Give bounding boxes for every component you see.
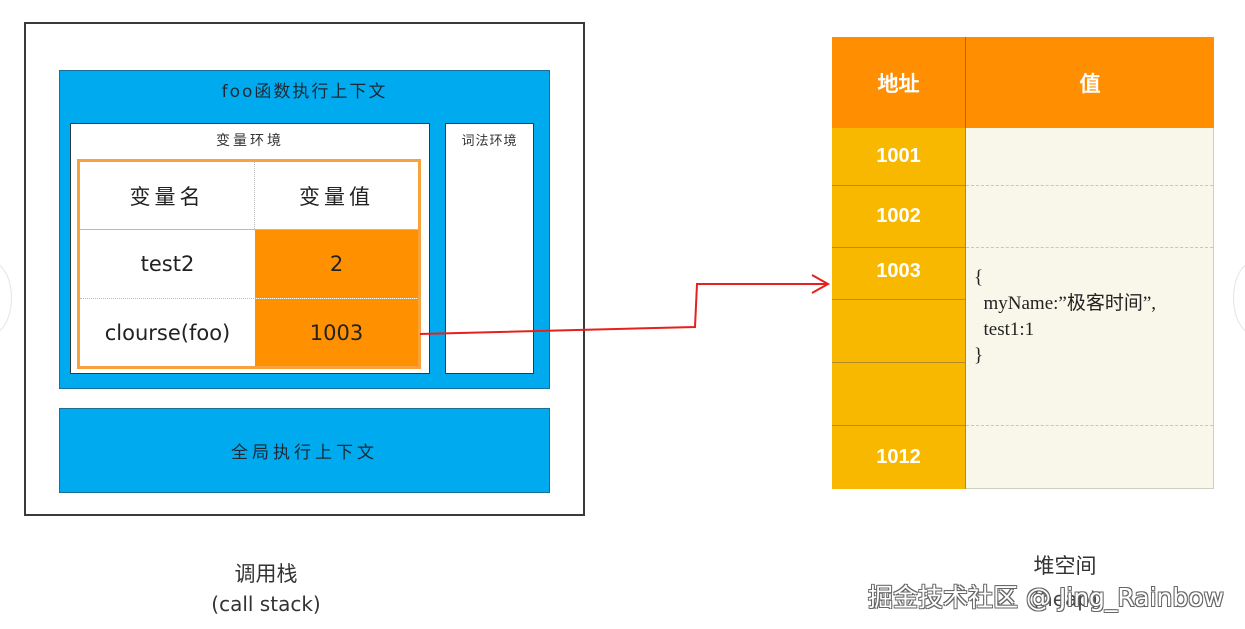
lexical-environment: 词法环境 (445, 123, 534, 374)
heap-caption: 堆空间 (1033, 554, 1097, 578)
column-header-name: 变量名 (80, 162, 255, 229)
variable-table-header: 变量名 变量值 (80, 162, 418, 230)
lexical-environment-title: 词法环境 (461, 134, 518, 149)
value-column (966, 128, 1214, 489)
variable-name: test2 (140, 252, 195, 276)
column-header-address: 地址 (832, 37, 966, 128)
address-cell: 1003 (832, 247, 965, 299)
carousel-prev-arrow[interactable] (0, 262, 12, 334)
row-divider (966, 185, 1213, 186)
row-divider (966, 247, 1213, 248)
variable-value: 2 (255, 230, 418, 298)
global-execution-context: 全局执行上下文 (59, 408, 550, 493)
watermark: 掘金技术社区 @ Jing_Rainbow (868, 583, 1224, 612)
address-cell: 1001 (876, 145, 921, 167)
table-row: clourse(foo) 1003 (80, 299, 418, 366)
variable-environment-title: 变量环境 (216, 133, 284, 149)
variable-name: clourse(foo) (104, 320, 231, 345)
heap-table: 地址 值 1001 1002 1003 1012 (832, 37, 1214, 489)
variable-table: 变量名 变量值 test2 2 clourse(foo) 1003 (77, 159, 421, 369)
row-divider (966, 425, 1213, 426)
variable-environment: 变量环境 变量名 变量值 test2 2 clourse(foo) 1003 (70, 123, 430, 374)
carousel-next-arrow[interactable] (1233, 262, 1245, 334)
heap-caption-en: (heap) (1032, 587, 1098, 611)
address-cell: 1002 (832, 185, 965, 247)
column-header-value: 变量值 (299, 184, 374, 209)
foo-execution-context: foo函数执行上下文 变量环境 变量名 变量值 test2 2 clourse(… (59, 70, 550, 389)
variable-value: 1003 (255, 299, 418, 366)
address-cell: 1012 (832, 425, 965, 489)
table-row: test2 2 (80, 230, 418, 299)
address-cell (832, 299, 965, 362)
pointer-arrow-head (811, 274, 831, 294)
heap-object-1003: { myName:”极客时间”, test1:1 } (974, 267, 1157, 366)
call-stack-caption-en: (call stack) (211, 592, 321, 616)
column-header-value: 值 (966, 37, 1214, 128)
call-stack-caption: 调用栈 (234, 562, 298, 586)
address-column: 1001 1002 1003 1012 (832, 128, 966, 489)
address-cell (832, 362, 965, 425)
foo-context-title: foo函数执行上下文 (221, 82, 388, 102)
heap-table-header: 地址 值 (832, 37, 1214, 128)
